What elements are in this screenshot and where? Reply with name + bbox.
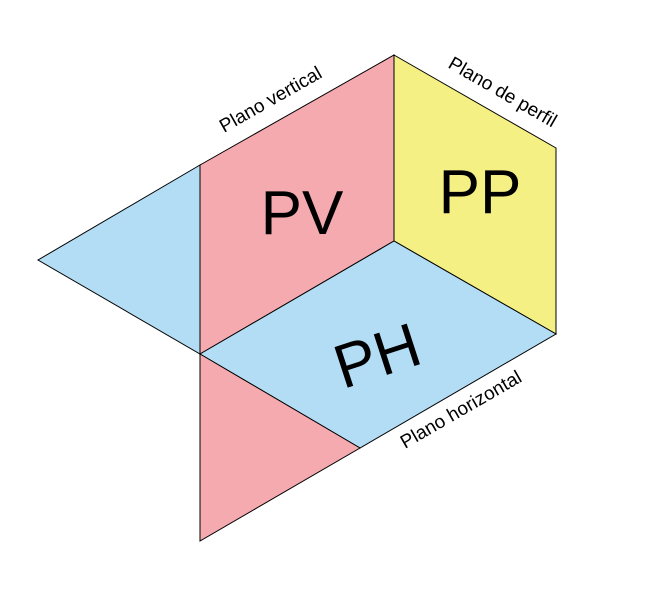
pv-label: PV — [261, 179, 344, 248]
pp-label: PP — [439, 158, 522, 227]
bottom-vertical-triangle — [199, 353, 361, 542]
left-horizontal-triangle — [37, 164, 201, 355]
